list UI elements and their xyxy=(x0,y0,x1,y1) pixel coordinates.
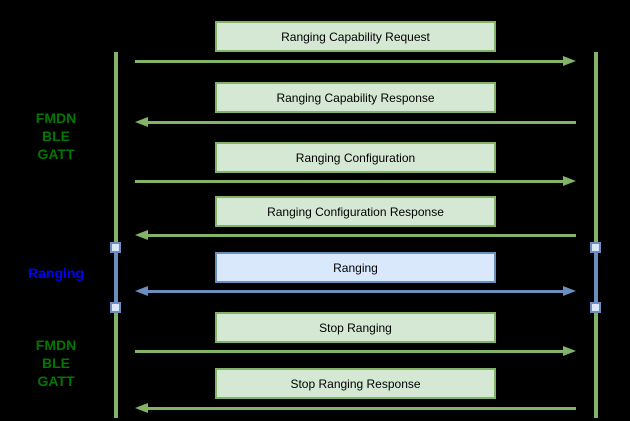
arrow-right-icon xyxy=(135,176,576,187)
ranging-endpoint-marker xyxy=(590,302,601,313)
ranging-active-segment-right xyxy=(594,248,598,308)
message-box-ranging-capability-request: Ranging Capability Request xyxy=(215,21,496,52)
ranging-endpoint-marker xyxy=(110,302,121,313)
arrow-left-icon xyxy=(135,230,576,241)
lifeline-right xyxy=(594,52,598,418)
lane-label-fmdn-ble-gatt-bottom: FMDN BLE GATT xyxy=(35,337,77,389)
lane-label-ranging: Ranging xyxy=(28,265,84,281)
arrow-bidirectional-icon xyxy=(135,286,576,297)
ranging-endpoint-marker xyxy=(110,242,121,253)
lane-label-fmdn-ble-gatt-top: FMDN BLE GATT xyxy=(35,110,77,162)
arrow-left-icon xyxy=(135,403,576,414)
ranging-active-segment-left xyxy=(114,248,118,308)
ranging-endpoint-marker xyxy=(590,242,601,253)
arrow-right-icon xyxy=(135,56,576,67)
message-box-ranging-configuration: Ranging Configuration xyxy=(215,142,496,173)
message-box-ranging-capability-response: Ranging Capability Response xyxy=(215,82,496,113)
message-box-ranging: Ranging xyxy=(215,252,496,283)
message-box-ranging-configuration-response: Ranging Configuration Response xyxy=(215,196,496,227)
lifeline-left xyxy=(114,52,118,418)
message-box-stop-ranging-response: Stop Ranging Response xyxy=(215,368,496,399)
arrow-left-icon xyxy=(135,117,576,128)
message-box-stop-ranging: Stop Ranging xyxy=(215,312,496,343)
arrow-right-icon xyxy=(135,346,576,357)
